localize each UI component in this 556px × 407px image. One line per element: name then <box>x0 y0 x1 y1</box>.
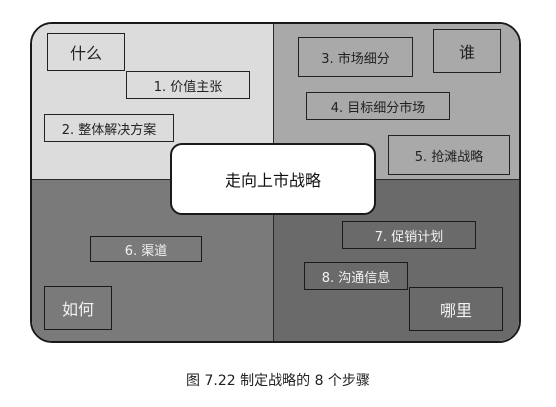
figure-caption: 图 7.22 制定战略的 8 个步骤 <box>186 373 370 389</box>
quadrant-label-where: 哪里 <box>409 287 503 331</box>
step-8-communication-message: 8. 沟通信息 <box>304 262 408 290</box>
step-7-promotion-plan: 7. 促销计划 <box>342 221 476 249</box>
quadrant-label-who: 谁 <box>433 29 501 73</box>
step-6-channels: 6. 渠道 <box>90 236 202 262</box>
quadrant-label-how: 如何 <box>44 286 112 330</box>
center-strategy-label: 走向上市战略 <box>170 143 376 215</box>
step-3-market-segmentation: 3. 市场细分 <box>298 37 413 77</box>
step-4-target-segment: 4. 目标细分市场 <box>306 92 450 120</box>
step-2-whole-solution: 2. 整体解决方案 <box>44 114 174 142</box>
quadrant-label-what: 什么 <box>47 33 125 71</box>
step-1-value-proposition: 1. 价值主张 <box>126 71 250 99</box>
step-5-beachhead-strategy: 5. 抢滩战略 <box>388 135 510 175</box>
